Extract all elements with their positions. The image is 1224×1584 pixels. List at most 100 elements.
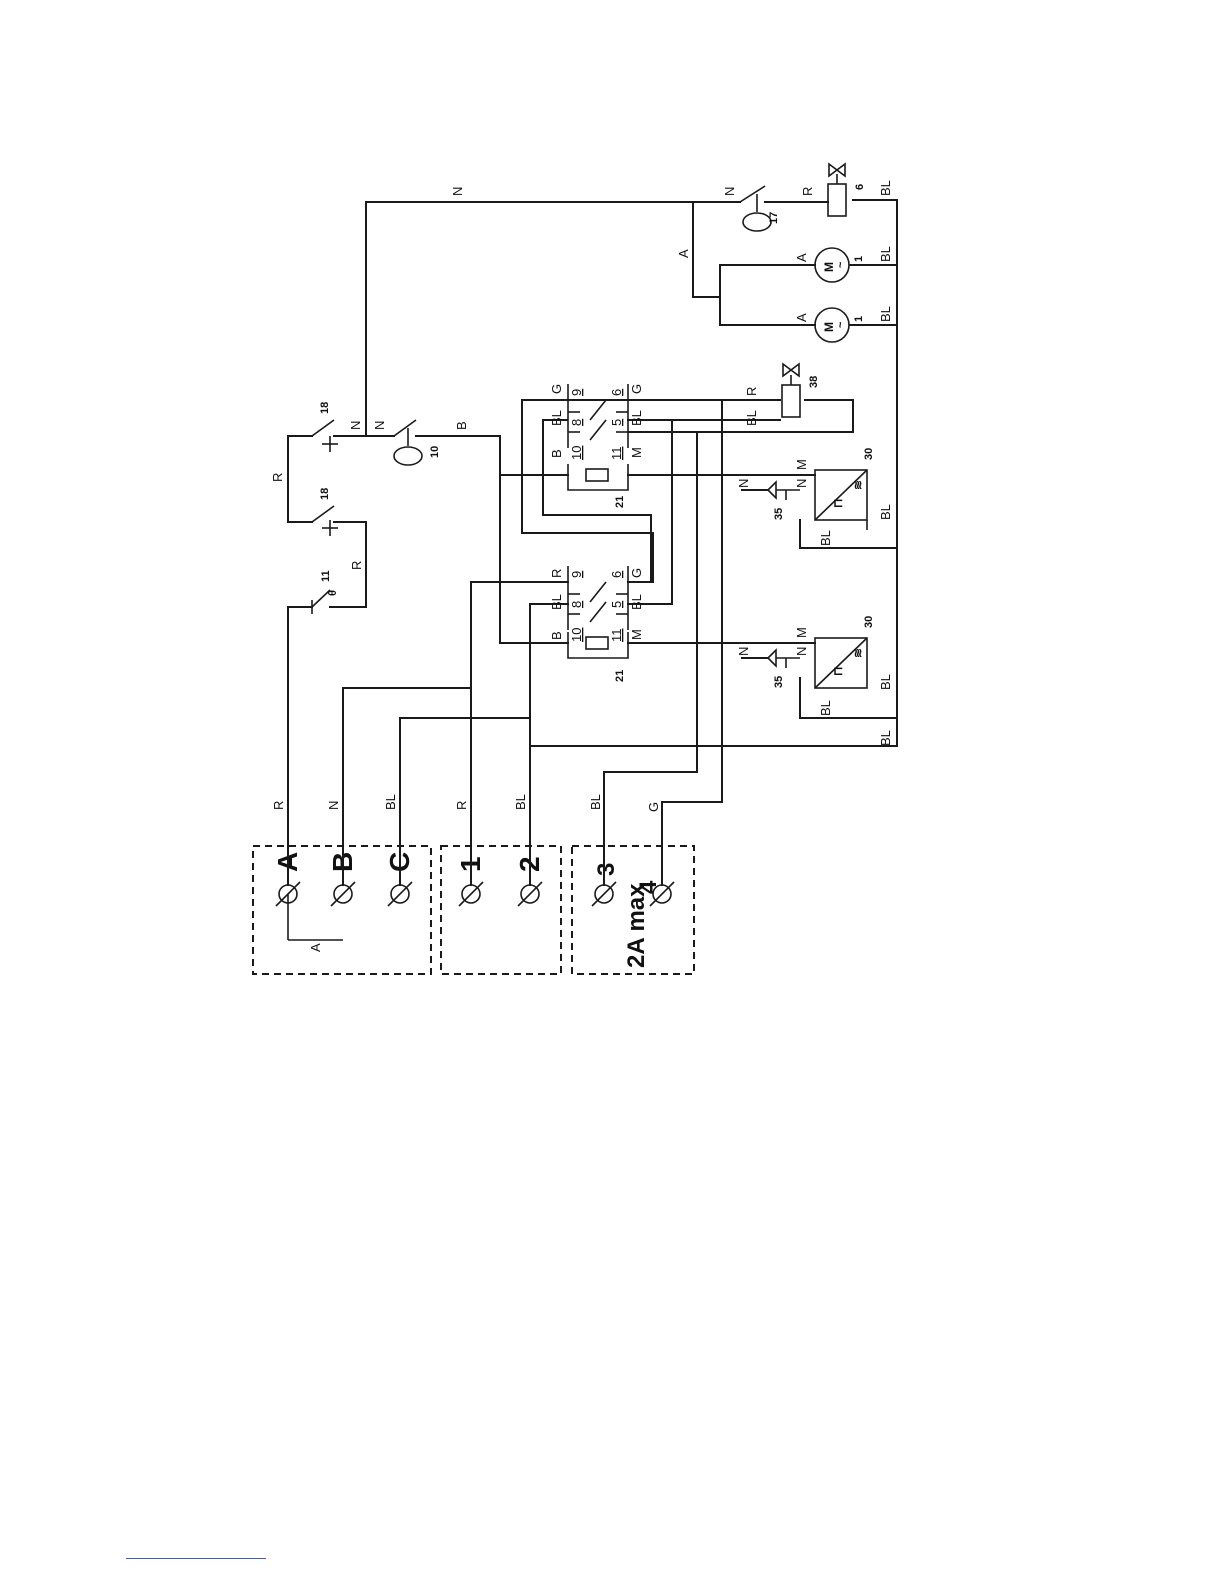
valve-38: 38 R BL xyxy=(744,364,820,426)
sensor-35-left: N 35 xyxy=(736,647,800,688)
wire-label: B xyxy=(454,421,469,430)
wire-label: BL xyxy=(588,794,603,810)
terminal-block-34: 3 4 2A max xyxy=(572,846,694,974)
wire-label: BL xyxy=(383,794,398,810)
wire-label: BL xyxy=(513,794,528,810)
wire-label: BL xyxy=(549,410,564,426)
wire-label: G xyxy=(629,384,644,394)
wire-label: G xyxy=(629,568,644,578)
svg-text:1: 1 xyxy=(853,316,865,322)
svg-text:30: 30 xyxy=(863,616,875,628)
wire-label: R xyxy=(271,801,286,810)
wire-label: G xyxy=(646,802,661,812)
wire-label: R xyxy=(454,801,469,810)
heater-30-left: ⊓ ≋ 30 N M BL BL BL xyxy=(794,616,893,746)
wire-label: N xyxy=(372,421,387,430)
svg-text:10: 10 xyxy=(569,446,584,460)
svg-text:5: 5 xyxy=(609,419,624,426)
wire-label: M xyxy=(629,447,644,458)
svg-text:~: ~ xyxy=(835,261,847,268)
svg-text:⊓: ⊓ xyxy=(831,499,845,508)
wire-label: M xyxy=(794,459,809,470)
wire-label: R xyxy=(349,561,364,570)
svg-text:9: 9 xyxy=(569,571,584,578)
switch-18-right: 18 xyxy=(312,402,338,452)
svg-text:6: 6 xyxy=(609,571,624,578)
footnote-rule xyxy=(126,1558,266,1559)
wire-label: B xyxy=(549,631,564,640)
wires xyxy=(288,200,897,885)
terminal-block-12: 1 2 xyxy=(441,846,561,974)
svg-text:≋: ≋ xyxy=(851,480,865,490)
wire-label: N xyxy=(794,647,809,656)
svg-text:35: 35 xyxy=(773,676,785,688)
wire-label: A xyxy=(794,253,809,262)
bridge-label: A xyxy=(308,943,323,952)
svg-text:⊓: ⊓ xyxy=(831,667,845,676)
pressostat-17: 17 N A xyxy=(676,186,780,258)
wire-label: R xyxy=(800,187,815,196)
switch-18-left: 18 xyxy=(312,488,338,536)
wire-label: BL xyxy=(818,530,833,546)
wire-label: BL xyxy=(818,700,833,716)
terminal-rating: 2A max xyxy=(623,883,650,968)
wire-label: BL xyxy=(629,410,644,426)
wire-label: N xyxy=(736,479,751,488)
svg-text:18: 18 xyxy=(319,488,331,500)
wire-label: G xyxy=(549,384,564,394)
svg-text:8: 8 xyxy=(569,601,584,608)
sensor-35-right: N 35 xyxy=(736,479,800,520)
wire-label: BL xyxy=(878,180,893,196)
svg-text:~: ~ xyxy=(835,321,847,328)
wire-label: R xyxy=(270,473,285,482)
wire-label: B xyxy=(549,449,564,458)
valve-6: 6 R BL xyxy=(800,164,893,216)
wire-label: BL xyxy=(878,246,893,262)
svg-text:6: 6 xyxy=(609,389,624,396)
wire-label: A xyxy=(794,313,809,322)
wire-label: A xyxy=(676,249,691,258)
wire-label: BL xyxy=(878,306,893,322)
svg-text:18: 18 xyxy=(319,402,331,414)
wire-label: M xyxy=(629,629,644,640)
wire-label: BL xyxy=(878,674,893,690)
wire-label: N xyxy=(736,647,751,656)
svg-text:≋: ≋ xyxy=(851,648,865,658)
svg-text:10: 10 xyxy=(429,446,441,458)
svg-text:1: 1 xyxy=(853,256,865,262)
wire-label: BL xyxy=(629,594,644,610)
heater-30-right: ⊓ ≋ 30 N M BL BL xyxy=(794,448,893,546)
relay-21-left: 9 6 8 5 10 11 R BL B G BL M 21 xyxy=(549,566,644,682)
wire-label: BL xyxy=(878,730,893,746)
pressostat-10: 10 xyxy=(394,420,441,465)
wire-label: R xyxy=(549,569,564,578)
svg-text:21: 21 xyxy=(614,670,626,682)
svg-text:30: 30 xyxy=(863,448,875,460)
svg-text:6: 6 xyxy=(854,184,866,190)
svg-text:38: 38 xyxy=(808,376,820,388)
svg-text:11: 11 xyxy=(609,629,624,643)
svg-text:21: 21 xyxy=(614,496,626,508)
relay-21-right: 9 6 8 5 10 11 G BL B G BL M 21 xyxy=(549,384,644,508)
svg-text:M: M xyxy=(822,262,836,272)
wire-label: R xyxy=(744,387,759,396)
wire-label: BL xyxy=(549,594,564,610)
terminal-3: 3 xyxy=(593,863,620,876)
wire-label: N xyxy=(348,421,363,430)
wire-label: N xyxy=(794,479,809,488)
wire-label: N xyxy=(450,187,465,196)
svg-text:35: 35 xyxy=(773,508,785,520)
terminal-wire-labels: R N BL R BL BL G xyxy=(271,794,661,812)
svg-text:5: 5 xyxy=(609,601,624,608)
svg-text:9: 9 xyxy=(569,389,584,396)
wire-label: BL xyxy=(744,410,759,426)
svg-text:8: 8 xyxy=(569,419,584,426)
wire-label: N xyxy=(326,801,341,810)
wire-label: BL xyxy=(878,504,893,520)
wire-label: M xyxy=(794,627,809,638)
svg-text:M: M xyxy=(822,322,836,332)
svg-text:11: 11 xyxy=(609,447,624,461)
svg-text:17: 17 xyxy=(768,212,780,224)
svg-text:10: 10 xyxy=(569,628,584,642)
